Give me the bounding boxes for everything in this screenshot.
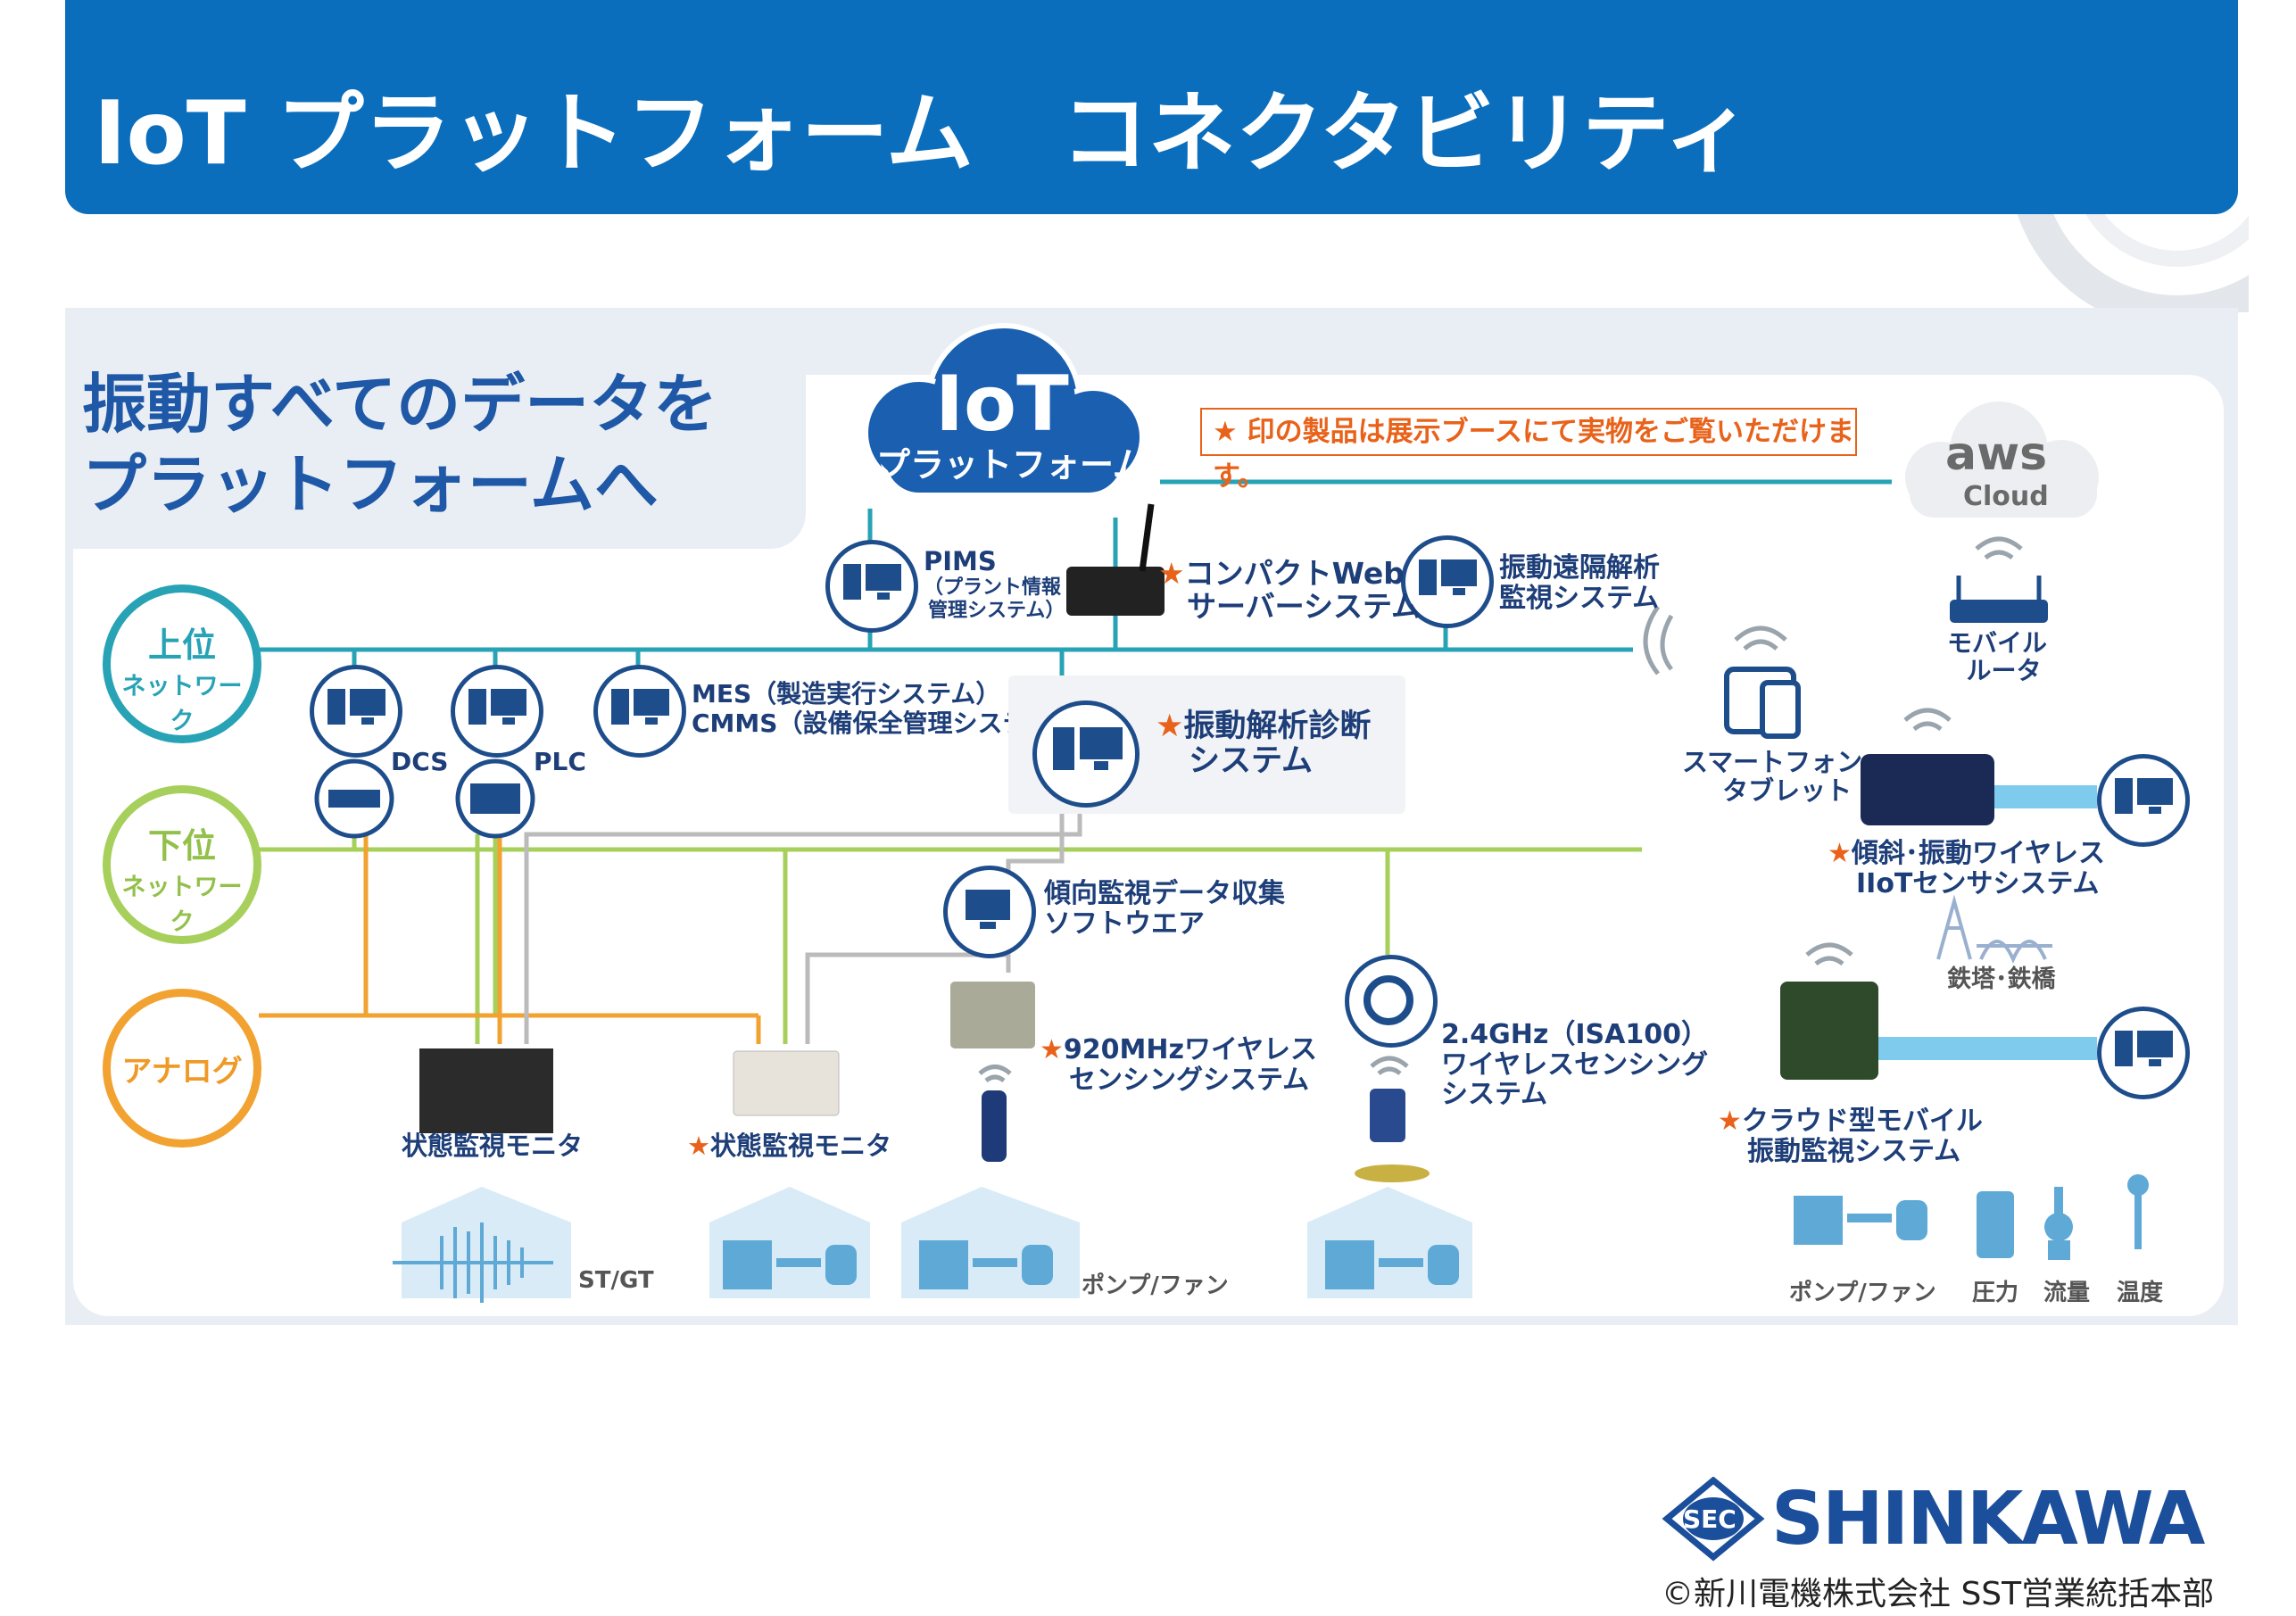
web-server-label-1: コンパクトWeb bbox=[1184, 556, 1405, 591]
pims-computer-icon bbox=[825, 540, 918, 633]
sec-logo-mark bbox=[1662, 1477, 1765, 1562]
cloud-label-iot: IoT bbox=[935, 360, 1069, 449]
remote-label-2: 監視システム bbox=[1499, 582, 1660, 614]
pims-sub-label-2: 管理システム） bbox=[928, 600, 1065, 622]
copyright: ©新川電機株式会社 SST営業統括本部 bbox=[1662, 1576, 2215, 1612]
page-title: IoT プラットフォーム コネクタビリティ bbox=[94, 83, 1753, 185]
trend-label-2: ソフトウエア bbox=[1044, 907, 1205, 940]
stgt-label: ST/GT bbox=[578, 1267, 654, 1294]
headline-line-2: プラットフォームへ bbox=[82, 447, 659, 522]
tilt-label-2: IIoTセンサシステム bbox=[1856, 867, 2100, 899]
remote-computer-icon bbox=[1401, 535, 1494, 628]
pims-label: PIMS bbox=[924, 546, 997, 576]
gear-decoration bbox=[2017, 214, 2249, 312]
trend-label: 傾向監視データ収集ソフトウエア bbox=[1044, 879, 1285, 939]
smartphone-label-2: タブレット bbox=[1722, 775, 1853, 807]
star-icon: ★ bbox=[1828, 838, 1852, 869]
pressure-label: 圧力 bbox=[1972, 1280, 2019, 1306]
diagnosis-label: ★振動解析診断システム bbox=[1156, 709, 1371, 779]
star-icon: ★ bbox=[1158, 556, 1185, 591]
aws-cloud-icon bbox=[1905, 402, 2099, 518]
analog-label: アナログ bbox=[121, 1054, 243, 1090]
cloud-mobile-label-2: 振動監視システム bbox=[1747, 1135, 1961, 1167]
smartphone-label: スマートフォンタブレット bbox=[1682, 748, 1862, 806]
remote-label-1: 振動遠隔解析 bbox=[1499, 552, 1660, 584]
flow-label: 流量 bbox=[2043, 1280, 2091, 1306]
star-icon: ★ bbox=[1040, 1034, 1064, 1065]
cloud-mobile-label-1: クラウド型モバイル bbox=[1741, 1106, 1983, 1137]
iot-cloud-icon bbox=[863, 323, 1145, 498]
remote-label: 振動遠隔解析監視システム bbox=[1499, 553, 1660, 613]
web-server-label-2: サーバーシステム bbox=[1187, 588, 1422, 624]
plc-label: PLC bbox=[534, 747, 586, 776]
lower-network-label-1: 下位 bbox=[147, 826, 216, 866]
condition-monitor-label-1: 状態監視モニタ bbox=[402, 1131, 584, 1161]
note-box: ★ 印の製品は展示ブースにて実物をご覧いただけます。 bbox=[1200, 408, 1857, 493]
cloud-mobile-label: ★クラウド型モバイル振動監視システム bbox=[1718, 1106, 1983, 1166]
shinkawa-logo: SHINKAWA bbox=[1771, 1477, 2205, 1562]
mobile-router-label-2: ルータ bbox=[1966, 656, 2042, 686]
tower-label: 鉄塔･鉄橋 bbox=[1947, 965, 2056, 993]
ghz-sensor-icon bbox=[1345, 955, 1438, 1048]
mhz-label-1: 920MHzワイヤレス bbox=[1063, 1034, 1318, 1065]
mobile-router-label-1: モバイル bbox=[1947, 628, 2048, 658]
smartphone-label-1: スマートフォン bbox=[1682, 747, 1863, 777]
mhz-label: ★920MHzワイヤレスセンシングシステム bbox=[1040, 1035, 1317, 1095]
headline-tab bbox=[65, 308, 806, 549]
pump-fan-label-2: ポンプ/ファン bbox=[1789, 1280, 1936, 1306]
temperature-label: 温度 bbox=[2117, 1280, 2164, 1306]
diagnosis-monitor-glyph bbox=[1053, 727, 1123, 770]
headline-line-1: 振動すべてのデータを bbox=[82, 367, 718, 442]
lower-network-label-2: ネットワーク bbox=[121, 874, 243, 936]
mhz-label-2: センシングシステム bbox=[1069, 1064, 1310, 1096]
diagnosis-label-2: システム bbox=[1189, 743, 1313, 780]
sec-logo-text: SEC bbox=[1683, 1504, 1737, 1534]
ghz-label-2: ワイヤレスセンシング bbox=[1441, 1048, 1709, 1081]
trend-label-1: 傾向監視データ収集 bbox=[1044, 878, 1285, 909]
analog-node: アナログ bbox=[103, 989, 261, 1148]
mes-label: MES（製造実行システム） bbox=[692, 679, 1001, 709]
aws-label: aws bbox=[1945, 427, 2048, 481]
condition-monitor-label-2-text: 状態監視モニタ bbox=[710, 1131, 892, 1161]
cloud-label-platform: プラットフォーム bbox=[876, 445, 1147, 485]
lower-network-node: 下位 ネットワーク bbox=[103, 785, 261, 944]
ghz-label-3: システム bbox=[1441, 1079, 1548, 1111]
pump-fan-label-1: ポンプ/ファン bbox=[1082, 1272, 1229, 1299]
star-icon: ★ bbox=[1156, 709, 1184, 744]
tilt-label-1: 傾斜･振動ワイヤレス bbox=[1851, 838, 2106, 869]
dcs-label: DCS bbox=[391, 747, 449, 776]
ghz-label: 2.4GHz（ISA100）ワイヤレスセンシングシステム bbox=[1441, 1020, 1708, 1110]
upper-network-label-2: ネットワーク bbox=[121, 673, 243, 735]
title-bar bbox=[65, 0, 2238, 214]
aws-sub-label: Cloud bbox=[1963, 481, 2049, 512]
diagnosis-label-1: 振動解析診断 bbox=[1183, 709, 1372, 744]
upper-network-node: 上位 ネットワーク bbox=[103, 584, 261, 743]
star-icon: ★ bbox=[687, 1131, 710, 1161]
ghz-label-1: 2.4GHz（ISA100） bbox=[1441, 1019, 1708, 1050]
upper-network-label-1: 上位 bbox=[147, 626, 216, 665]
condition-monitor-label-2: ★状態監視モニタ bbox=[687, 1131, 891, 1160]
star-icon: ★ bbox=[1718, 1106, 1742, 1137]
mobile-router-label: モバイルルータ bbox=[1947, 629, 2047, 685]
pims-sub-label-1: （プラント情報 bbox=[924, 576, 1062, 599]
